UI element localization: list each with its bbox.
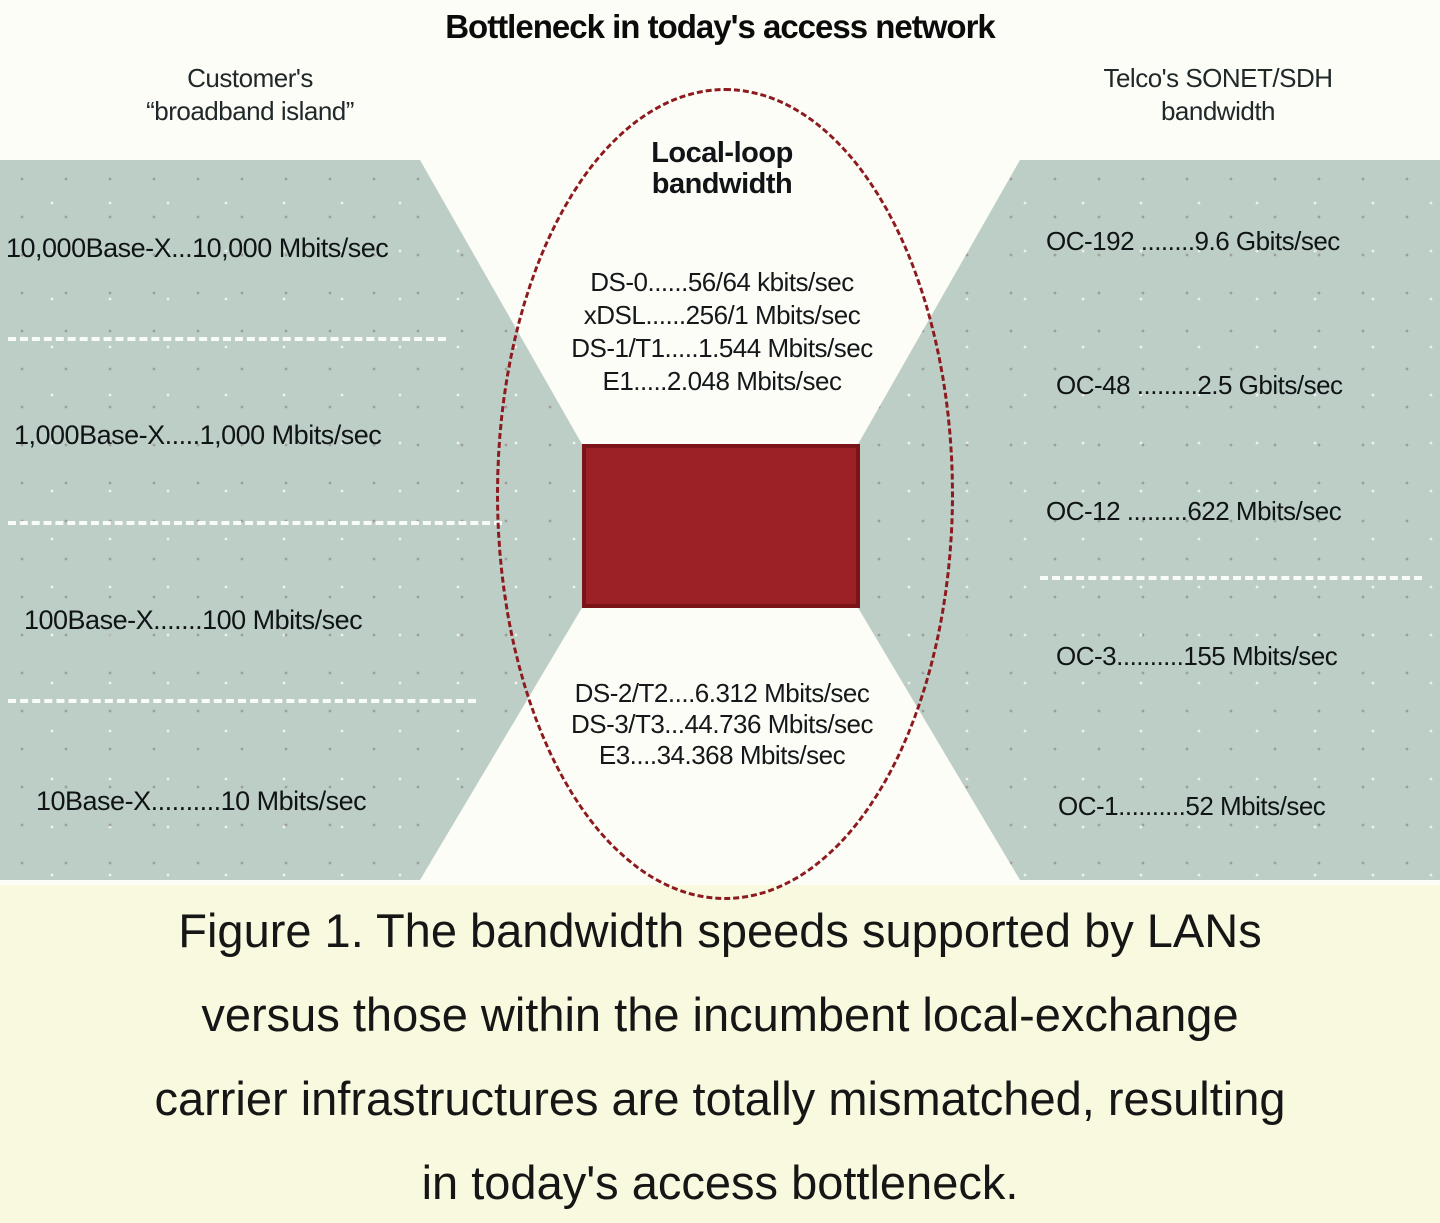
local-loop-upper-rates: DS-0......56/64 kbits/sec xDSL......256/… — [497, 266, 947, 398]
dashed-separator-right-1 — [1040, 576, 1422, 580]
caption-line-2: versus those within the incumbent local-… — [201, 988, 1239, 1041]
caption-line-3: carrier infrastructures are totally mism… — [154, 1072, 1286, 1125]
dashed-separator-left-2 — [8, 521, 502, 525]
rate-xdsl: xDSL......256/1 Mbits/sec — [583, 300, 861, 330]
rate-oc1: OC-1..........52 Mbits/sec — [1058, 791, 1326, 821]
left-header-line1: Customer's — [187, 63, 313, 93]
rate-oc192: OC-192 ........9.6 Gbits/sec — [1046, 226, 1340, 256]
rate-1000base-x: 1,000Base-X.....1,000 Mbits/sec — [14, 420, 382, 450]
local-loop-header-line2: bandwidth — [651, 168, 793, 200]
rate-10000base-x: 10,000Base-X...10,000 Mbits/sec — [6, 233, 389, 263]
left-panel-header: Customer's “broadband island” — [60, 62, 440, 128]
rate-e1: E1.....2.048 Mbits/sec — [602, 366, 842, 396]
local-loop-header-line1: Local-loop — [651, 137, 793, 169]
rate-oc3: OC-3..........155 Mbits/sec — [1056, 641, 1338, 671]
rate-ds2-t2: DS-2/T2....6.312 Mbits/sec — [574, 678, 870, 708]
caption-line-1: Figure 1. The bandwidth speeds supported… — [178, 904, 1262, 957]
diagram-title: Bottleneck in today's access network — [445, 8, 996, 45]
right-telco-panel — [857, 160, 1440, 880]
right-header-line2: bandwidth — [1160, 96, 1276, 126]
rate-ds0: DS-0......56/64 kbits/sec — [590, 267, 854, 297]
left-lan-panel — [0, 160, 583, 880]
rate-10base-x: 10Base-X..........10 Mbits/sec — [36, 786, 367, 816]
rate-oc48: OC-48 .........2.5 Gbits/sec — [1056, 370, 1343, 400]
dashed-separator-left-1 — [8, 337, 446, 341]
figure-caption: Figure 1. The bandwidth speeds supported… — [0, 885, 1440, 1223]
dashed-separator-left-3 — [8, 699, 476, 703]
bottleneck-diagram: Bottleneck in today's access network Cus… — [0, 0, 1440, 900]
local-loop-lower-rates: DS-2/T2....6.312 Mbits/sec DS-3/T3...44.… — [497, 678, 947, 771]
right-header-line1: Telco's SONET/SDH — [1103, 63, 1333, 93]
local-loop-ellipse — [496, 88, 954, 900]
rate-e3: E3....34.368 Mbits/sec — [598, 740, 846, 770]
left-header-line2: “broadband island” — [146, 96, 354, 126]
right-panel-header: Telco's SONET/SDH bandwidth — [1028, 62, 1408, 128]
rate-oc12: OC-12 .........622 Mbits/sec — [1046, 496, 1342, 526]
caption-line-4: in today's access bottleneck. — [421, 1156, 1019, 1209]
rate-ds3-t3: DS-3/T3...44.736 Mbits/sec — [570, 709, 874, 739]
rate-100base-x: 100Base-X.......100 Mbits/sec — [24, 605, 363, 635]
rate-ds1-t1: DS-1/T1.....1.544 Mbits/sec — [571, 333, 873, 363]
bottleneck-rectangle — [582, 444, 860, 608]
local-loop-header: Local-loop bandwidth — [572, 138, 872, 200]
